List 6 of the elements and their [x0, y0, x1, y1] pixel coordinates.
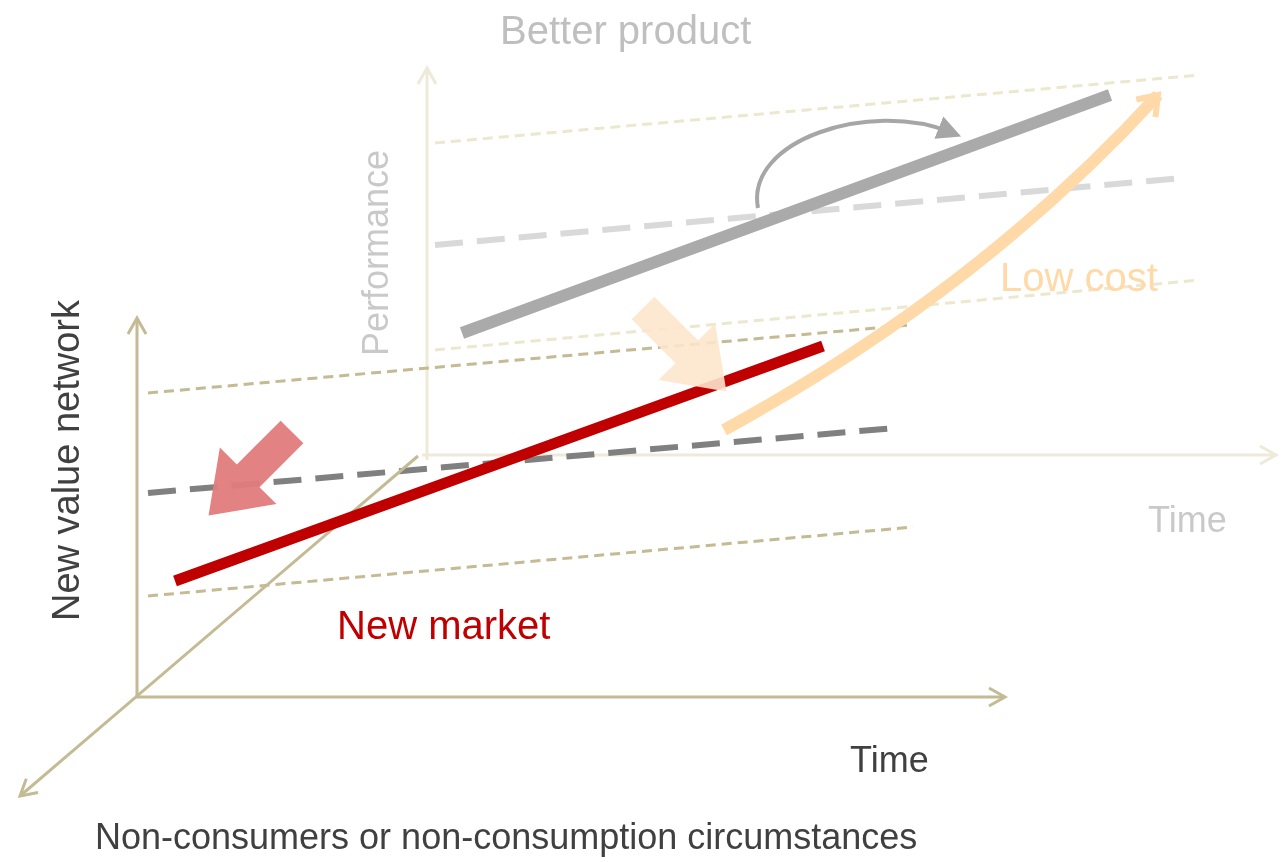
curve-label: Low cost — [1000, 255, 1158, 299]
axis-title: Better product — [500, 8, 752, 52]
axis-label: Time — [850, 740, 929, 780]
axis-label: Non-consumers or non-consumption circumstances — [95, 817, 918, 857]
axis-label: New value network — [46, 300, 88, 622]
line-label: New market — [337, 603, 551, 647]
